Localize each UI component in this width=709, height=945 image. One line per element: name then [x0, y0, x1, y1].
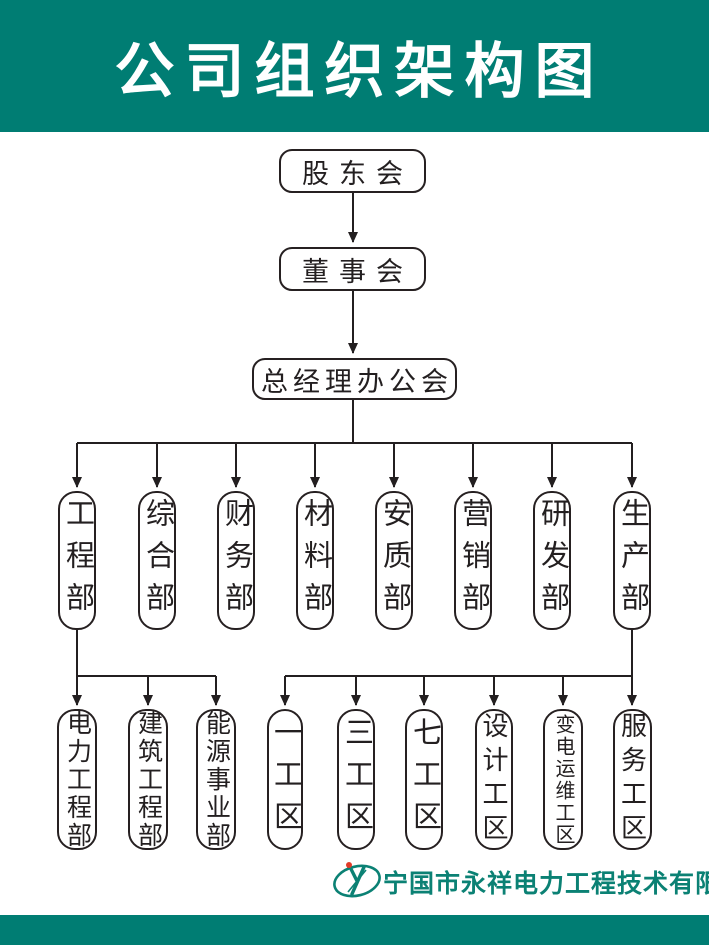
node-board-of-directors: 董事会: [279, 247, 426, 291]
node-construction-engineering: 建筑工程部: [128, 709, 168, 850]
company-logo-icon: [333, 862, 381, 898]
node-gm-office-meeting: 总经理办公会: [252, 358, 457, 400]
footer-bar: [0, 915, 709, 945]
node-substation-om-work-area: 变电运维工区: [543, 709, 583, 850]
node-dept-finance: 财务部: [217, 491, 255, 630]
node-work-area-1: 一工区: [267, 709, 303, 850]
node-dept-research-development: 研发部: [533, 491, 571, 630]
node-dept-safety-quality: 安质部: [375, 491, 413, 630]
node-dept-materials: 材料部: [296, 491, 334, 630]
company-name: 宁国市永祥电力工程技术有限公司: [383, 870, 709, 898]
node-design-work-area: 设计工区: [475, 709, 513, 850]
node-service-work-area: 服务工区: [613, 709, 652, 850]
header-banner: 公司组织架构图: [0, 0, 709, 132]
node-work-area-7: 七工区: [405, 709, 443, 850]
node-dept-general-affairs: 综合部: [138, 491, 176, 630]
node-dept-engineering: 工程部: [58, 491, 96, 630]
page-title: 公司组织架构图: [114, 37, 605, 105]
node-work-area-3: 三工区: [337, 709, 375, 850]
node-dept-marketing: 营销部: [454, 491, 492, 630]
node-electric-power-engineering: 电力工程部: [57, 709, 97, 850]
node-dept-production: 生产部: [613, 491, 651, 630]
node-shareholders-meeting: 股东会: [279, 149, 426, 193]
node-energy-business: 能源事业部: [196, 709, 236, 850]
logo-red-dot: [346, 862, 352, 868]
